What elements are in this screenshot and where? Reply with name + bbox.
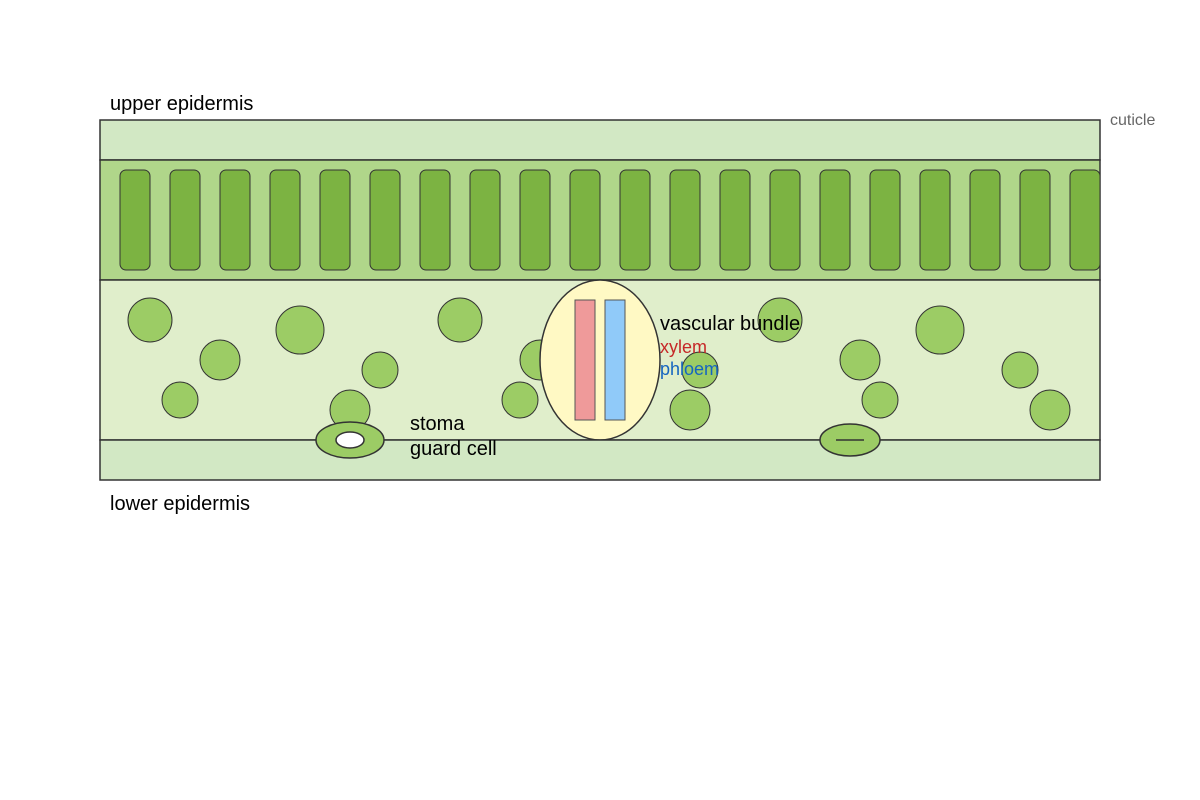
palisade-cell [919, 169, 951, 271]
palisade-cell [169, 169, 201, 271]
palisade-cell [969, 169, 1001, 271]
palisade-cell [669, 169, 701, 271]
spongy-cell [915, 305, 965, 355]
phloem-label: phloem [660, 359, 719, 379]
spongy-cell [669, 389, 711, 431]
lower-epidermis-label: lower epidermis [110, 493, 250, 515]
palisade-cell [869, 169, 901, 271]
palisade-cell [269, 169, 301, 271]
spongy-cell [161, 381, 199, 419]
lower-epidermis-layer [99, 439, 1101, 481]
palisade-cell [319, 169, 351, 271]
stoma-label: stoma [410, 413, 465, 435]
palisade-cell [619, 169, 651, 271]
vascular-bundle-label: vascular bundle [660, 313, 800, 335]
upper-epidermis-layer [99, 119, 1101, 161]
spongy-cell [199, 339, 241, 381]
xylem [574, 299, 596, 421]
spongy-cell [437, 297, 483, 343]
spongy-cell [681, 351, 719, 389]
palisade-cells [119, 169, 1101, 271]
palisade-cell [1019, 169, 1051, 271]
palisade-cell [519, 169, 551, 271]
phloem [604, 299, 626, 421]
spongy-cell [1029, 389, 1071, 431]
palisade-cell [769, 169, 801, 271]
palisade-cell [419, 169, 451, 271]
cuticle-label: cuticle [1110, 112, 1155, 129]
palisade-cell [1069, 169, 1101, 271]
spongy-cell [861, 381, 899, 419]
palisade-cell [819, 169, 851, 271]
palisade-cell [719, 169, 751, 271]
spongy-cell [275, 305, 325, 355]
guard-cell-label: guard cell [410, 438, 497, 460]
spongy-cell [361, 351, 399, 389]
vascular-bundle [539, 279, 661, 441]
spongy-cell [501, 381, 539, 419]
spongy-cell [127, 297, 173, 343]
spongy-cell [839, 339, 881, 381]
spongy-cell [1001, 351, 1039, 389]
palisade-cell [469, 169, 501, 271]
palisade-cell [369, 169, 401, 271]
palisade-cell [119, 169, 151, 271]
xylem-label: xylem [660, 337, 707, 357]
palisade-cell [219, 169, 251, 271]
palisade-cell [569, 169, 601, 271]
spongy-cell [757, 297, 803, 343]
upper-epidermis-label: upper epidermis [110, 93, 253, 115]
stoma-opening [335, 431, 365, 449]
